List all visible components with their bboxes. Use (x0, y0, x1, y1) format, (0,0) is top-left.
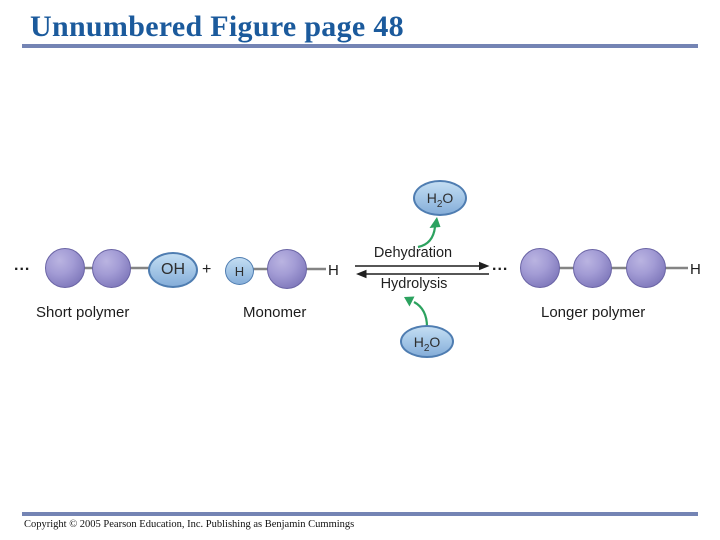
polymer-end-hydrogen: H (690, 261, 701, 278)
dehydration-label: Dehydration (373, 245, 453, 261)
monomer-sphere (573, 249, 612, 288)
monomer-sphere (626, 248, 666, 288)
monomer-sphere (267, 249, 307, 289)
short-polymer-ellipsis: ... (14, 257, 31, 274)
monomer-caption: Monomer (243, 304, 307, 321)
water-release-arrow-icon (417, 217, 441, 249)
monomer-end-hydrogen: H (328, 262, 339, 279)
monomer-sphere (520, 248, 560, 288)
water-subscript: 2 (423, 342, 430, 354)
hydrolysis-label: Hydrolysis (380, 276, 448, 292)
dehydration-arrowhead-icon (479, 261, 490, 271)
plus-sign: + (202, 261, 212, 278)
water-molecule-top: H2O (413, 180, 467, 216)
hydroxyl-label: OH (161, 261, 185, 278)
monomer-sphere (45, 248, 85, 288)
hydrolysis-arrowhead-icon (356, 269, 367, 279)
slide-title: Unnumbered Figure page 48 (30, 10, 404, 43)
hydroxyl-group-bubble: OH (148, 252, 198, 288)
water-molecule-bottom: H2O (400, 325, 454, 358)
water-formula: H2O (426, 190, 454, 210)
hydrogen-bubble-label: H (234, 263, 245, 279)
water-formula: H2O (413, 333, 441, 354)
title-rule (22, 44, 698, 48)
footer-rule (22, 512, 698, 516)
hydrogen-bubble: H (225, 257, 254, 285)
water-subscript: 2 (436, 198, 443, 210)
longer-polymer-ellipsis: ... (492, 257, 509, 274)
longer-polymer-caption: Longer polymer (541, 304, 646, 321)
copyright-text: Copyright © 2005 Pearson Education, Inc.… (24, 519, 355, 530)
monomer-sphere (92, 249, 131, 288)
water-consume-arrow-icon (404, 296, 429, 328)
short-polymer-caption: Short polymer (36, 304, 130, 321)
